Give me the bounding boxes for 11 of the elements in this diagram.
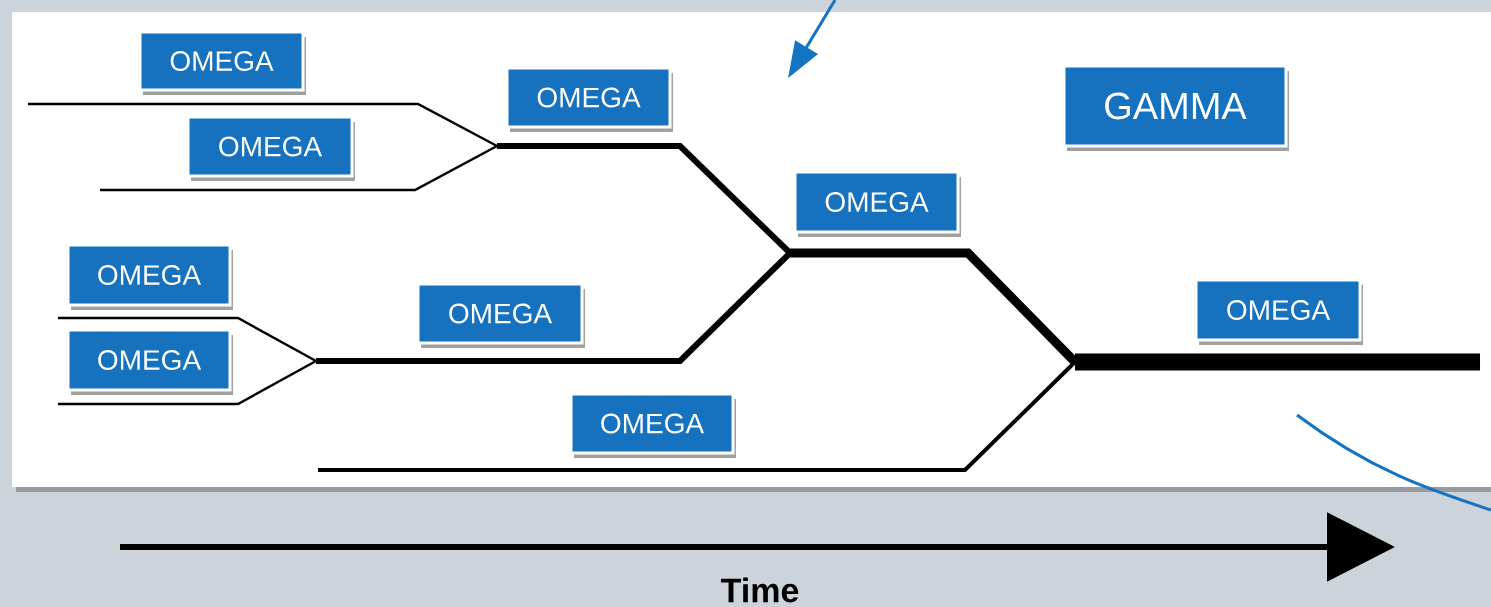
label-box: OMEGA <box>66 328 233 395</box>
label-box: OMEGA <box>505 66 673 132</box>
axis-label: Time <box>721 577 799 603</box>
label-box: OMEGA <box>569 392 736 458</box>
label-box: OMEGA <box>138 30 306 95</box>
label-box: OMEGA <box>66 243 233 310</box>
label-box: OMEGA <box>1194 278 1363 345</box>
label-box: GAMMA <box>1062 64 1289 151</box>
label-box: OMEGA <box>793 170 961 237</box>
label-box: OMEGA <box>186 115 355 181</box>
label-box: OMEGA <box>416 282 585 348</box>
